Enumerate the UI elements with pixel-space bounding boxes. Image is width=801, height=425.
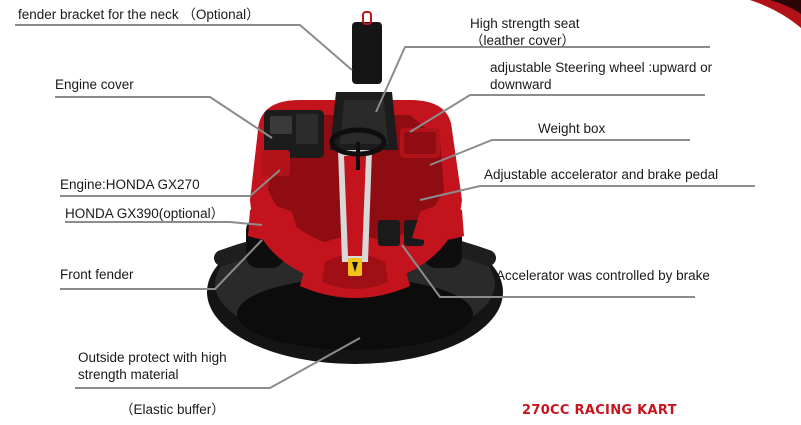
label-pedal: Adjustable accelerator and brake pedal	[484, 167, 719, 182]
steering-wheel	[329, 127, 387, 170]
engine-block	[262, 110, 324, 176]
leader-lines	[15, 24, 755, 389]
label-steering-line1: adjustable Steering wheel :upward or	[490, 60, 713, 75]
label-accelerator: Accelerator was controlled by brake	[496, 268, 710, 283]
label-weight-box: Weight box	[538, 121, 606, 136]
label-outside-line1: Outside protect with high	[78, 350, 227, 365]
label-steering-line2: downward	[490, 77, 552, 92]
product-caption: 270CC RACING KART	[522, 403, 677, 418]
label-outside-line2: strength material	[78, 367, 179, 382]
label-fender-bracket: fender bracket for the neck （Optional）	[18, 7, 260, 22]
label-seat-line1: High strength seat	[470, 16, 580, 31]
label-engine-cover: Engine cover	[55, 77, 134, 92]
corner-swoosh-icon	[750, 0, 801, 28]
label-engine: Engine:HONDA GX270	[60, 177, 200, 192]
weight-box	[400, 128, 440, 158]
label-seat-line2: （leather cover）	[470, 33, 576, 48]
front-fenders	[248, 205, 464, 241]
label-engine-optional: HONDA GX390(optional）	[65, 206, 225, 221]
label-front-fender: Front fender	[60, 267, 134, 282]
label-elastic-buffer: （Elastic buffer）	[120, 402, 225, 417]
